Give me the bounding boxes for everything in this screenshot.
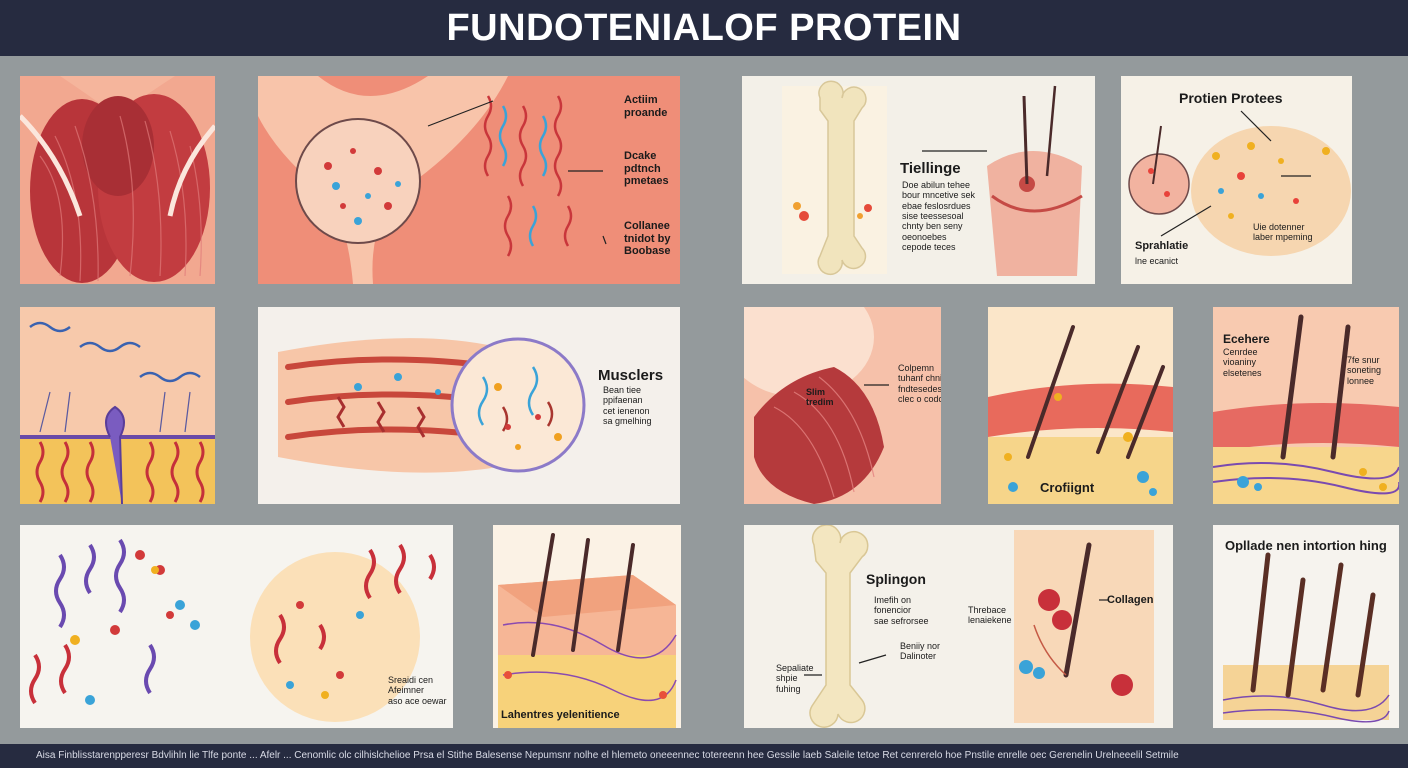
slim-muscle-illustration xyxy=(744,307,941,504)
protein-strands-illustration xyxy=(20,525,453,728)
label-actin: Actiim proande xyxy=(624,94,668,119)
opllade-hair-illustration xyxy=(1213,525,1399,728)
label-lne-ecanict: lne ecanict xyxy=(1135,256,1179,266)
page-header: FUNDOTENIALOF PROTEIN xyxy=(0,0,1408,56)
bone-follicle-illustration xyxy=(742,76,1095,284)
splingon-illustration xyxy=(744,525,1173,728)
label-sepaliate: Sepaliate shpie fuhing xyxy=(776,663,814,694)
label-colpemn: Colpemn tuhanf chnis fndtesedes clec o c… xyxy=(898,363,941,405)
protien-protees-illustration xyxy=(1121,76,1352,284)
panel-nerve-tissue xyxy=(20,307,215,504)
label-lahentres: Lahentres yelenitience xyxy=(501,709,620,721)
label-dcake: Dcake pdtnch pmetaes xyxy=(624,150,669,188)
tiellinge-title: Tiellinge xyxy=(900,160,961,177)
label-collanee: Collanee tnidot by Boobase xyxy=(624,220,671,258)
skin-layers-illustration xyxy=(493,525,681,728)
label-slim: Slim tredim xyxy=(806,387,834,408)
muscle-bundle-illustration xyxy=(20,76,215,284)
musclers-illustration xyxy=(258,307,680,504)
footer-text: Aisa Finblisstarenpperesr Bdvlihln lie T… xyxy=(36,750,1179,761)
actin-cell-illustration xyxy=(258,76,680,284)
splingon-title: Splingon xyxy=(866,571,926,587)
crofiignt-skin-illustration xyxy=(988,307,1173,504)
label-uie-dotenner: Uie dotenner laber mpeming xyxy=(1253,222,1313,243)
label-beniiy: Beniiy nor Dalinoter xyxy=(900,641,941,662)
panel-musclers: Musclers Bean tiee ppifaenan cet ienenon… xyxy=(258,307,680,504)
panel-actin-proteins: Actiim proande Dcake pdtnch pmetaes Coll… xyxy=(258,76,680,284)
panel-opllade: Opllade nen intortion hing xyxy=(1213,525,1399,728)
musclers-title: Musclers xyxy=(598,367,664,384)
panel-protein-strands: Sreaidi cen Afeimner aso ace oewar xyxy=(20,525,453,728)
page-footer: Aisa Finblisstarenpperesr Bdvlihln lie T… xyxy=(0,744,1408,768)
ecehere-title: Ecehere xyxy=(1223,332,1270,346)
protien-protees-title: Protien Protees xyxy=(1179,90,1283,106)
label-7fe-snur: 7fe snur soneting lonnee xyxy=(1347,355,1382,386)
label-threbace: Threbace lenaiekene xyxy=(968,605,1012,626)
panel-protien-protees: Protien Protees Sprahlatie lne ecanict U… xyxy=(1121,76,1352,284)
tiellinge-body: Doe abilun tehee bour mncetive sek ebae … xyxy=(902,180,976,253)
panel-skin-layers: Lahentres yelenitience xyxy=(493,525,681,728)
label-collagen: Collagen xyxy=(1107,594,1154,606)
nerve-tissue-illustration xyxy=(20,307,215,504)
label-sprahlatie: Sprahlatie xyxy=(1135,240,1189,252)
panel-crofiignt: Crofiignt xyxy=(988,307,1173,504)
label-cenrdee: Cenrdee vioaniny elsetenes xyxy=(1223,347,1262,378)
label-sreaidi: Sreaidi cen Afeimner aso ace oewar xyxy=(388,675,447,706)
panel-splingon: Splingon Imefih on fonencior sae sefrors… xyxy=(744,525,1173,728)
panel-muscle-bundle xyxy=(20,76,215,284)
panel-tiellinge: Tiellinge Doe abilun tehee bour mncetive… xyxy=(742,76,1095,284)
opllade-title: Opllade nen intortion hing xyxy=(1225,538,1387,553)
panel-ecehere: Ecehere Cenrdee vioaniny elsetenes 7fe s… xyxy=(1213,307,1399,504)
label-imefih: Imefih on fonencior sae sefrorsee xyxy=(874,595,929,626)
panel-slim: Slim tredim Colpemn tuhanf chnis fndtese… xyxy=(744,307,941,504)
ecehere-skin-illustration xyxy=(1213,307,1399,504)
musclers-body: Bean tiee ppifaenan cet ienenon sa gmelh… xyxy=(603,385,652,427)
label-crofiignt: Crofiignt xyxy=(1040,480,1095,495)
page-title: FUNDOTENIALOF PROTEIN xyxy=(446,6,962,49)
